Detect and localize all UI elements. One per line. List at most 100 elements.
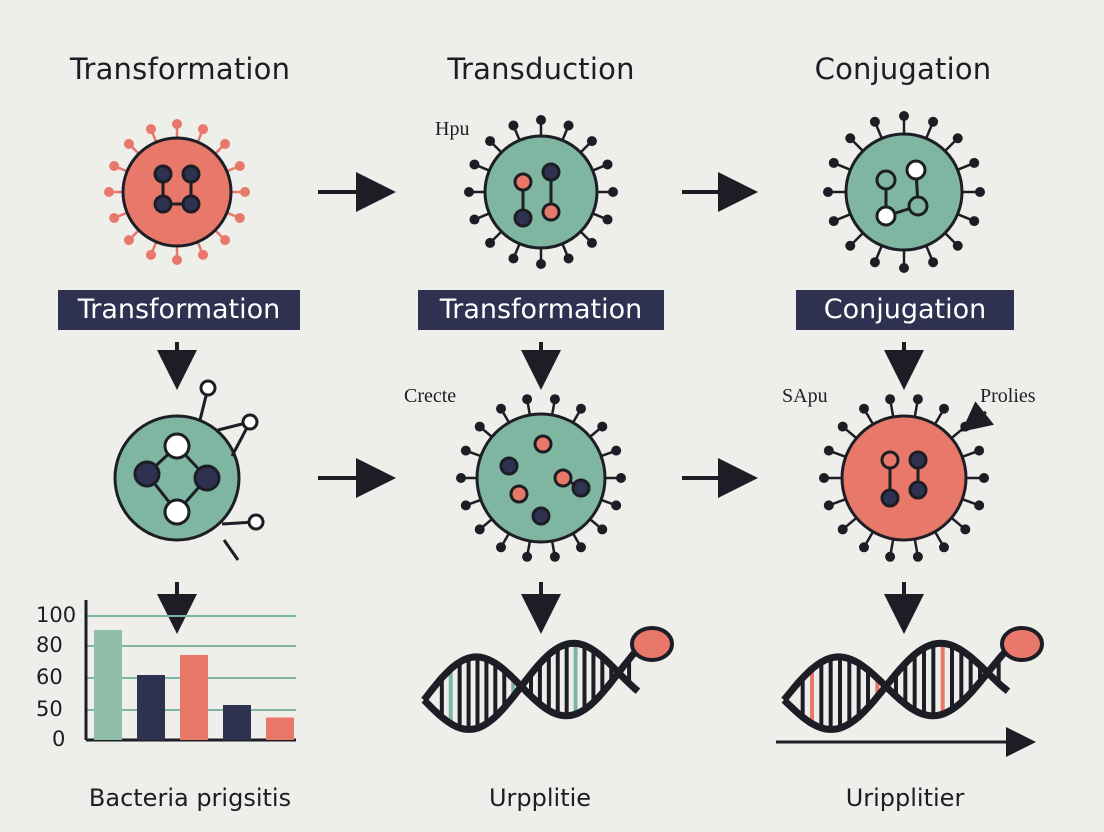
- cell-spike-tip: [611, 445, 622, 456]
- cell-spike-tip: [496, 542, 506, 553]
- chart-bar: [180, 655, 208, 740]
- plasmid-node: [153, 164, 173, 184]
- cell-spike-tip: [899, 263, 909, 273]
- cell-spike-tip: [828, 157, 839, 168]
- cell-spike-tip: [845, 133, 856, 144]
- plasmid-node: [875, 205, 897, 227]
- cell-spike-tip: [974, 445, 985, 456]
- chart-bar: [137, 675, 165, 740]
- dna-helix-middle: [421, 626, 674, 733]
- cell-spike-tip: [969, 157, 980, 168]
- plasmid-node: [541, 202, 561, 222]
- cell-body: [840, 414, 968, 542]
- cell-spike-tip: [563, 253, 574, 264]
- cell-spike-tip: [456, 473, 466, 483]
- cell-body: [113, 414, 241, 542]
- cell-spike-tip: [123, 235, 134, 246]
- cell-spike-tip: [576, 542, 586, 553]
- note-hpu: Hpu: [435, 118, 470, 140]
- plasmid-node: [181, 164, 201, 184]
- cell-spike-tip: [563, 120, 574, 131]
- cell-spike-tip: [837, 421, 848, 432]
- chart-y-tick-label: 0: [52, 727, 66, 751]
- cell-top-middle: [464, 115, 618, 269]
- plasmid-node: [880, 450, 900, 470]
- cell-spike-tip: [828, 216, 839, 227]
- cell-spike-tip: [960, 421, 971, 432]
- cell-spike-tip: [975, 187, 985, 197]
- branch-node: [199, 379, 217, 397]
- cell-spike-tip: [960, 524, 971, 535]
- cell-spike-tip: [885, 394, 896, 405]
- cell-spike-tip: [234, 213, 245, 224]
- plasmid-node: [531, 506, 551, 526]
- cell-spike-tip: [939, 542, 949, 553]
- cell-spike-tip: [928, 116, 939, 127]
- dna-strand: [781, 646, 1011, 720]
- column-title-transduction: Transduction: [447, 52, 635, 86]
- cell-spike-tip: [198, 249, 209, 260]
- cell-spike-tip: [859, 403, 869, 414]
- dna-cap: [1000, 626, 1044, 662]
- dna-strand: [781, 639, 1011, 733]
- branch-line: [222, 539, 240, 561]
- cell-spike-tip: [474, 421, 485, 432]
- cell-spike-tip: [912, 551, 923, 562]
- cell-spike-tip: [823, 187, 833, 197]
- note-crecte: Crecte: [404, 385, 457, 407]
- plasmid-node: [533, 434, 553, 454]
- chart-y-tick-label: 60: [36, 665, 63, 689]
- cell-spike-tip: [464, 187, 474, 197]
- cell-spike-tip: [109, 160, 120, 171]
- cell-spike-tip: [576, 403, 586, 414]
- caption-middle: Urpplitie: [488, 784, 592, 812]
- chart-y-tick-label: 80: [36, 633, 63, 657]
- cell-spike-tip: [123, 138, 134, 149]
- dna-strand: [421, 639, 641, 733]
- plasmid-node: [875, 169, 897, 191]
- cell-spike-tip: [823, 500, 834, 511]
- cell-spike-tip: [837, 524, 848, 535]
- label-box-left: Transformation: [58, 290, 300, 330]
- cell-spike-tip: [869, 257, 880, 268]
- cell-spike-tip: [508, 253, 519, 264]
- cell-spike-tip: [549, 551, 560, 562]
- cell-spike-tip: [220, 138, 231, 149]
- cell-mid-left: [113, 414, 241, 542]
- cell-spike-tip: [474, 524, 485, 535]
- cell-spike-tip: [939, 403, 949, 414]
- cell-spike-tip: [172, 255, 182, 265]
- cell-spike-tip: [602, 159, 613, 170]
- caption-right: Uripplitier: [845, 784, 965, 812]
- plasmid-node: [499, 456, 519, 476]
- cell-body: [844, 132, 964, 252]
- column-title-transformation: Transformation: [69, 52, 291, 86]
- cell-spike-tip: [109, 213, 120, 224]
- chart-y-tick-label: 50: [36, 697, 63, 721]
- plasmid-node: [908, 450, 928, 470]
- cell-spike-tip: [912, 394, 923, 405]
- plasmid-node: [571, 478, 591, 498]
- cell-body: [483, 134, 599, 250]
- plasmid-node: [193, 464, 221, 492]
- cell-spike-tip: [819, 473, 829, 483]
- cell-spike-tip: [859, 542, 869, 553]
- cell-spike-tip: [172, 119, 182, 129]
- branch-node: [247, 513, 265, 531]
- plasmid-node: [541, 162, 561, 182]
- plasmid-node: [880, 488, 900, 508]
- plasmid-node: [905, 159, 927, 181]
- plasmid-node: [163, 432, 191, 460]
- cell-spike-tip: [979, 473, 989, 483]
- cell-mid-left-branches: [198, 379, 265, 561]
- cell-spike-tip: [885, 551, 896, 562]
- plasmid-node: [163, 498, 191, 526]
- cell-spike-tip: [469, 159, 480, 170]
- cell-spike-tip: [586, 237, 597, 248]
- label-box-right: Conjugation: [796, 290, 1014, 330]
- cell-mid-right: [819, 394, 989, 562]
- cell-spike-tip: [611, 500, 622, 511]
- plasmid-node: [513, 208, 533, 228]
- cell-spike-tip: [460, 445, 471, 456]
